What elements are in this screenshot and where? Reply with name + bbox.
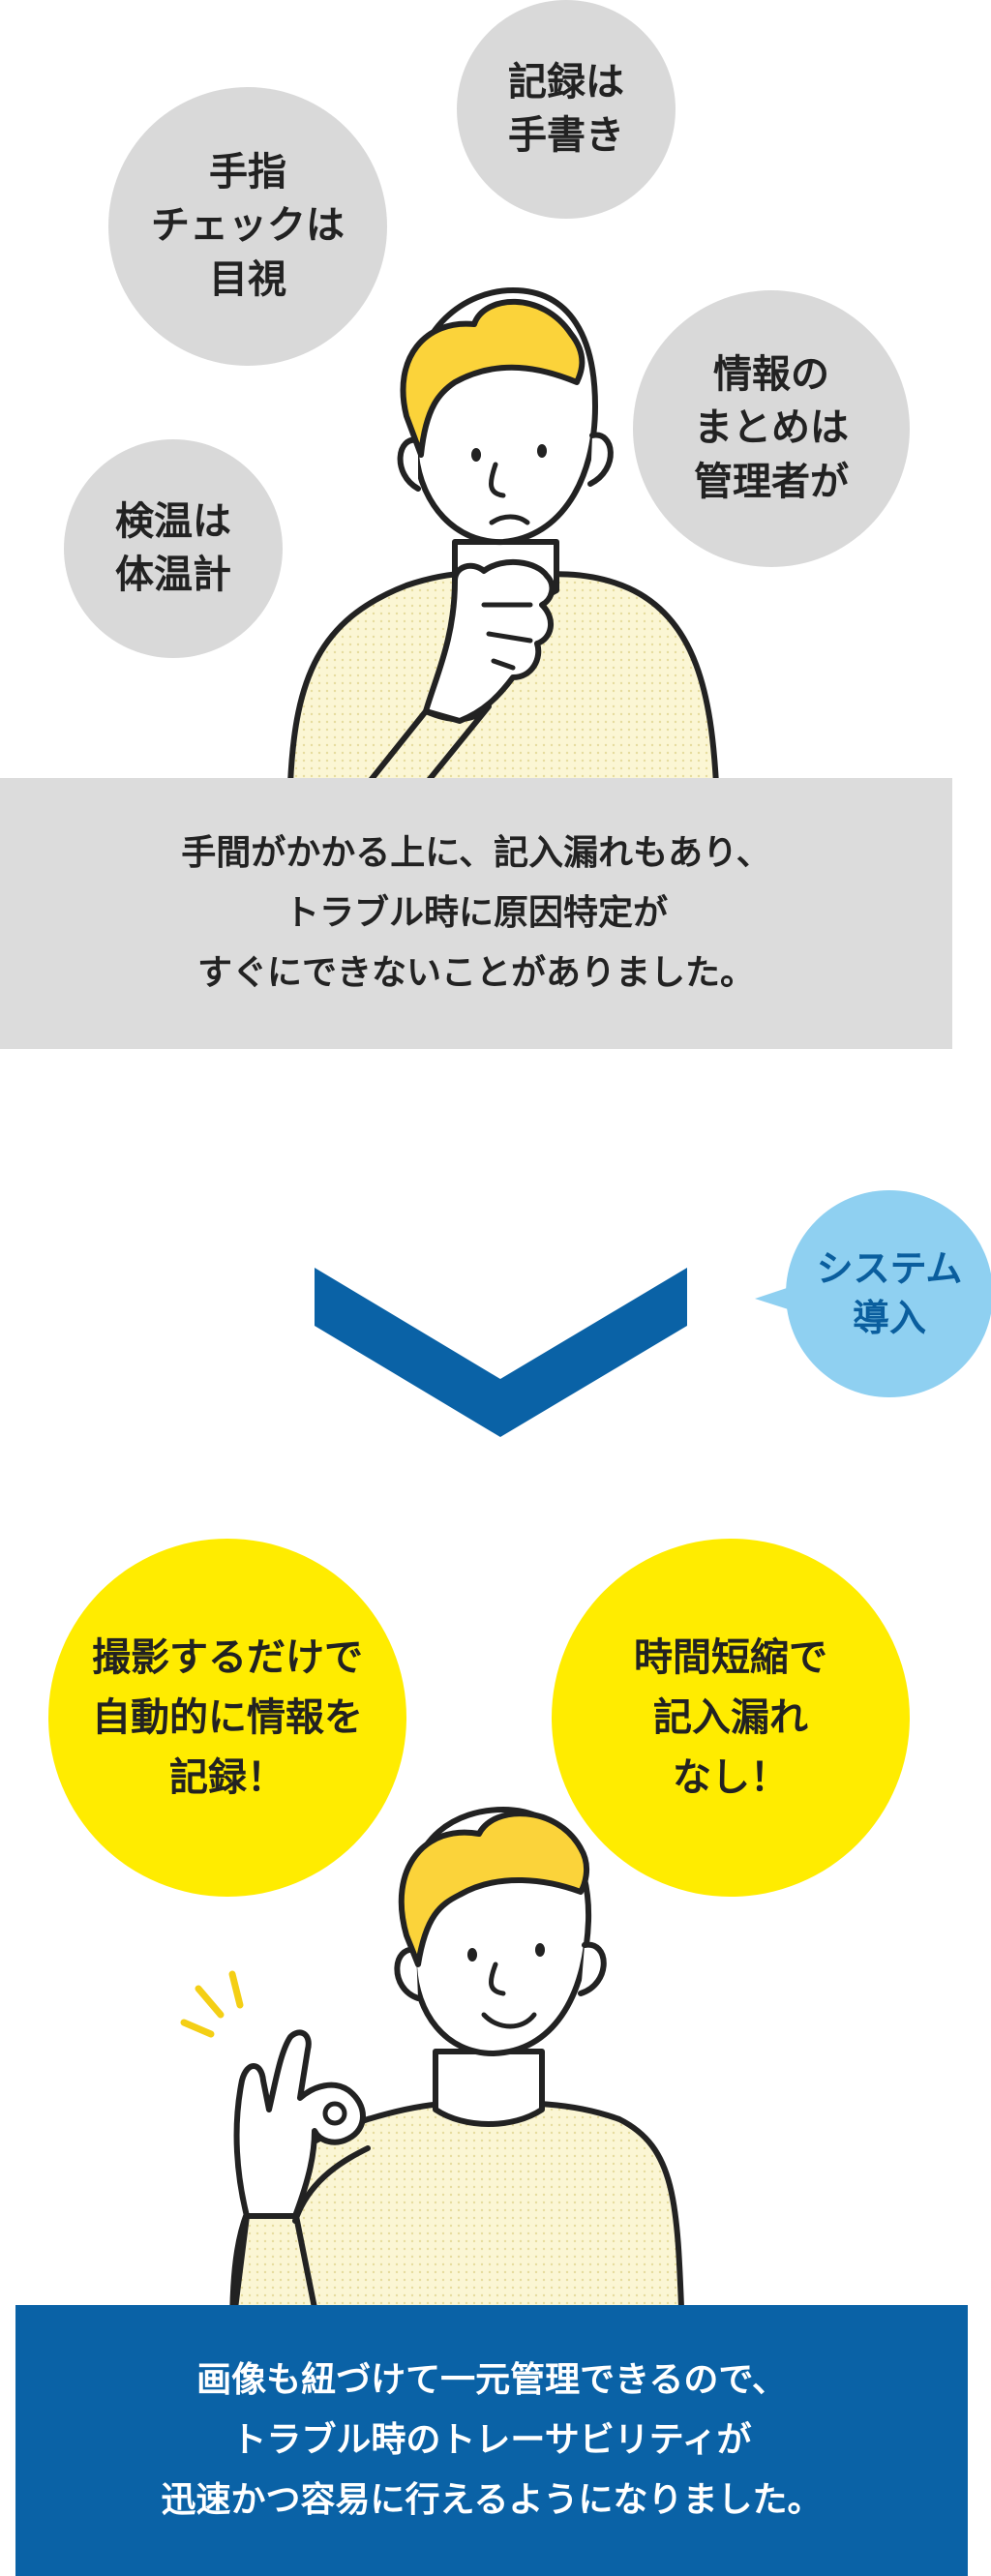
- down-chevron-arrow-icon: [315, 1268, 687, 1437]
- bubble-auto-record: 撮影するだけで 自動的に情報を 記録！: [48, 1539, 406, 1897]
- system-introduction-tag: システム 導入: [786, 1190, 991, 1397]
- bubble-thermometer: 検温は 体温計: [64, 439, 283, 658]
- ok-sign-person-illustration: [180, 1806, 685, 2332]
- problem-description-panel: 手間がかかる上に、記入漏れもあり、 トラブル時に原因特定が すぐにできないことが…: [0, 778, 952, 1049]
- worried-person-illustration: [287, 286, 719, 787]
- result-description-panel: 画像も紐づけて一元管理できるので、 トラブル時のトレーサビリティが 迅速かつ容易…: [15, 2305, 968, 2576]
- bubble-time-saving: 時間短縮で 記入漏れ なし！: [552, 1539, 910, 1897]
- bubble-info-by-manager: 情報の まとめは 管理者が: [633, 290, 910, 567]
- bubble-hand-check-visual: 手指 チェックは 目視: [108, 87, 387, 366]
- bubble-handwritten-records: 記録は 手書き: [457, 0, 676, 219]
